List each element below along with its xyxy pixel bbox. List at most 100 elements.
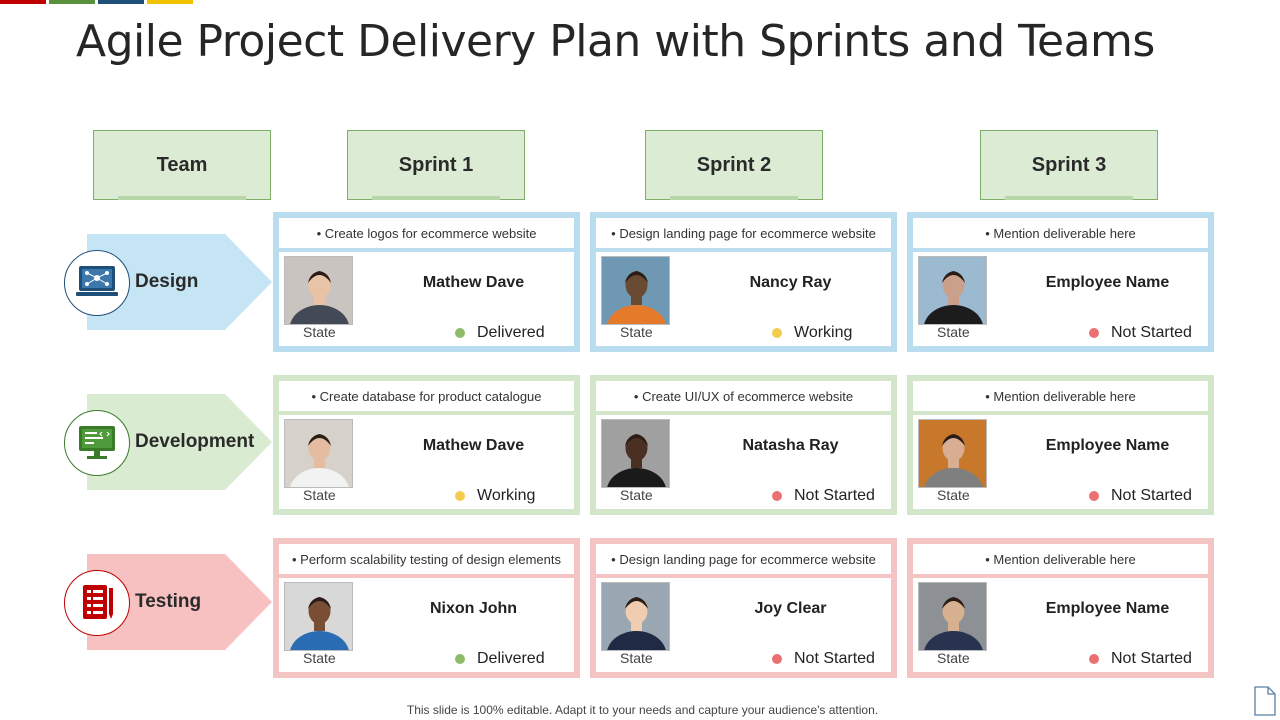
state-label: State: [303, 324, 336, 340]
header-team: Team: [93, 130, 271, 200]
employee-name: Employee Name: [1045, 437, 1170, 454]
deliverable-text: • Mention deliverable here: [913, 381, 1208, 411]
status-badge: Not Started: [772, 487, 875, 505]
deliverable-label: Perform scalability testing of design el…: [300, 551, 562, 567]
deliverable-text: • Design landing page for ecommerce webs…: [596, 218, 891, 248]
sprint-card: • Perform scalability testing of design …: [273, 538, 580, 678]
state-label: State: [303, 487, 336, 503]
status-badge: Not Started: [1089, 487, 1192, 505]
status-text: Working: [794, 324, 853, 341]
employee-name: Employee Name: [1045, 274, 1170, 291]
deliverable-text: • Mention deliverable here: [913, 544, 1208, 574]
sprint-card: • Design landing page for ecommerce webs…: [590, 212, 897, 352]
deliverable-label: Design landing page for ecommerce websit…: [619, 225, 876, 241]
state-label: State: [303, 650, 336, 666]
state-label: State: [937, 487, 970, 503]
code-monitor-icon: [64, 410, 130, 476]
employee-photo: [918, 582, 987, 651]
status-text: Not Started: [794, 650, 875, 667]
status-badge: Not Started: [1089, 324, 1192, 342]
employee-photo: [601, 256, 670, 325]
employee-photo: [918, 256, 987, 325]
status-text: Not Started: [1111, 487, 1192, 504]
top-color-bars: [0, 0, 193, 4]
deliverable-text: • Mention deliverable here: [913, 218, 1208, 248]
status-badge: Working: [455, 487, 535, 505]
status-text: Not Started: [794, 487, 875, 504]
status-dot-icon: [1089, 654, 1099, 664]
header-sprint-1: Sprint 1: [347, 130, 525, 200]
sprint-card: • Design landing page for ecommerce webs…: [590, 538, 897, 678]
employee-name: Mathew Dave: [422, 274, 525, 291]
state-label: State: [620, 324, 653, 340]
employee-name: Nancy Ray: [749, 274, 832, 291]
employee-photo: [284, 582, 353, 651]
status-dot-icon: [455, 328, 465, 338]
employee-photo: [284, 256, 353, 325]
top-bar-green: [49, 0, 95, 4]
deliverable-text: • Design landing page for ecommerce webs…: [596, 544, 891, 574]
team-name-testing: Testing: [135, 591, 202, 612]
top-bar-red: [0, 0, 46, 4]
status-dot-icon: [772, 328, 782, 338]
document-icon[interactable]: [1254, 686, 1276, 716]
employee-name: Mathew Dave: [422, 437, 525, 454]
deliverable-label: Create database for product catalogue: [319, 388, 542, 404]
deliverable-text: • Create logos for ecommerce website: [279, 218, 574, 248]
status-text: Delivered: [477, 650, 545, 667]
status-dot-icon: [1089, 491, 1099, 501]
status-badge: Not Started: [1089, 650, 1192, 668]
row-arrow-shape: [87, 554, 272, 650]
deliverable-text: • Perform scalability testing of design …: [279, 544, 574, 574]
employee-name: Employee Name: [1045, 600, 1170, 617]
deliverable-label: Create logos for ecommerce website: [324, 225, 537, 241]
state-label: State: [937, 650, 970, 666]
employee-photo: [918, 419, 987, 488]
employee-photo: [284, 419, 353, 488]
status-badge: Delivered: [455, 324, 545, 342]
deliverable-label: Mention deliverable here: [993, 388, 1136, 404]
state-label: State: [620, 487, 653, 503]
status-badge: Delivered: [455, 650, 545, 668]
header-sprint-2: Sprint 2: [645, 130, 823, 200]
status-dot-icon: [455, 654, 465, 664]
team-name-design: Design: [135, 271, 199, 292]
status-dot-icon: [455, 491, 465, 501]
status-badge: Working: [772, 324, 852, 342]
employee-name: Natasha Ray: [742, 437, 839, 454]
team-name-development: Development: [135, 431, 255, 452]
computer-network-icon: [64, 250, 130, 316]
employee-photo: [601, 419, 670, 488]
status-badge: Not Started: [772, 650, 875, 668]
row-label-design: Design: [87, 234, 272, 330]
deliverable-label: Mention deliverable here: [993, 225, 1136, 241]
deliverable-label: Create UI/UX of ecommerce website: [642, 388, 854, 404]
deliverable-text: • Create database for product catalogue: [279, 381, 574, 411]
employee-photo: [601, 582, 670, 651]
deliverable-text: • Create UI/UX of ecommerce website: [596, 381, 891, 411]
deliverable-label: Design landing page for ecommerce websit…: [619, 551, 876, 567]
row-arrow-shape: [87, 234, 272, 330]
slide-title: Agile Project Delivery Plan with Sprints…: [76, 16, 1155, 67]
employee-name: Joy Clear: [754, 600, 827, 617]
state-label: State: [620, 650, 653, 666]
deliverable-label: Mention deliverable here: [993, 551, 1136, 567]
header-sprint-3: Sprint 3: [980, 130, 1158, 200]
state-label: State: [937, 324, 970, 340]
status-text: Not Started: [1111, 650, 1192, 667]
employee-name: Nixon John: [429, 600, 518, 617]
